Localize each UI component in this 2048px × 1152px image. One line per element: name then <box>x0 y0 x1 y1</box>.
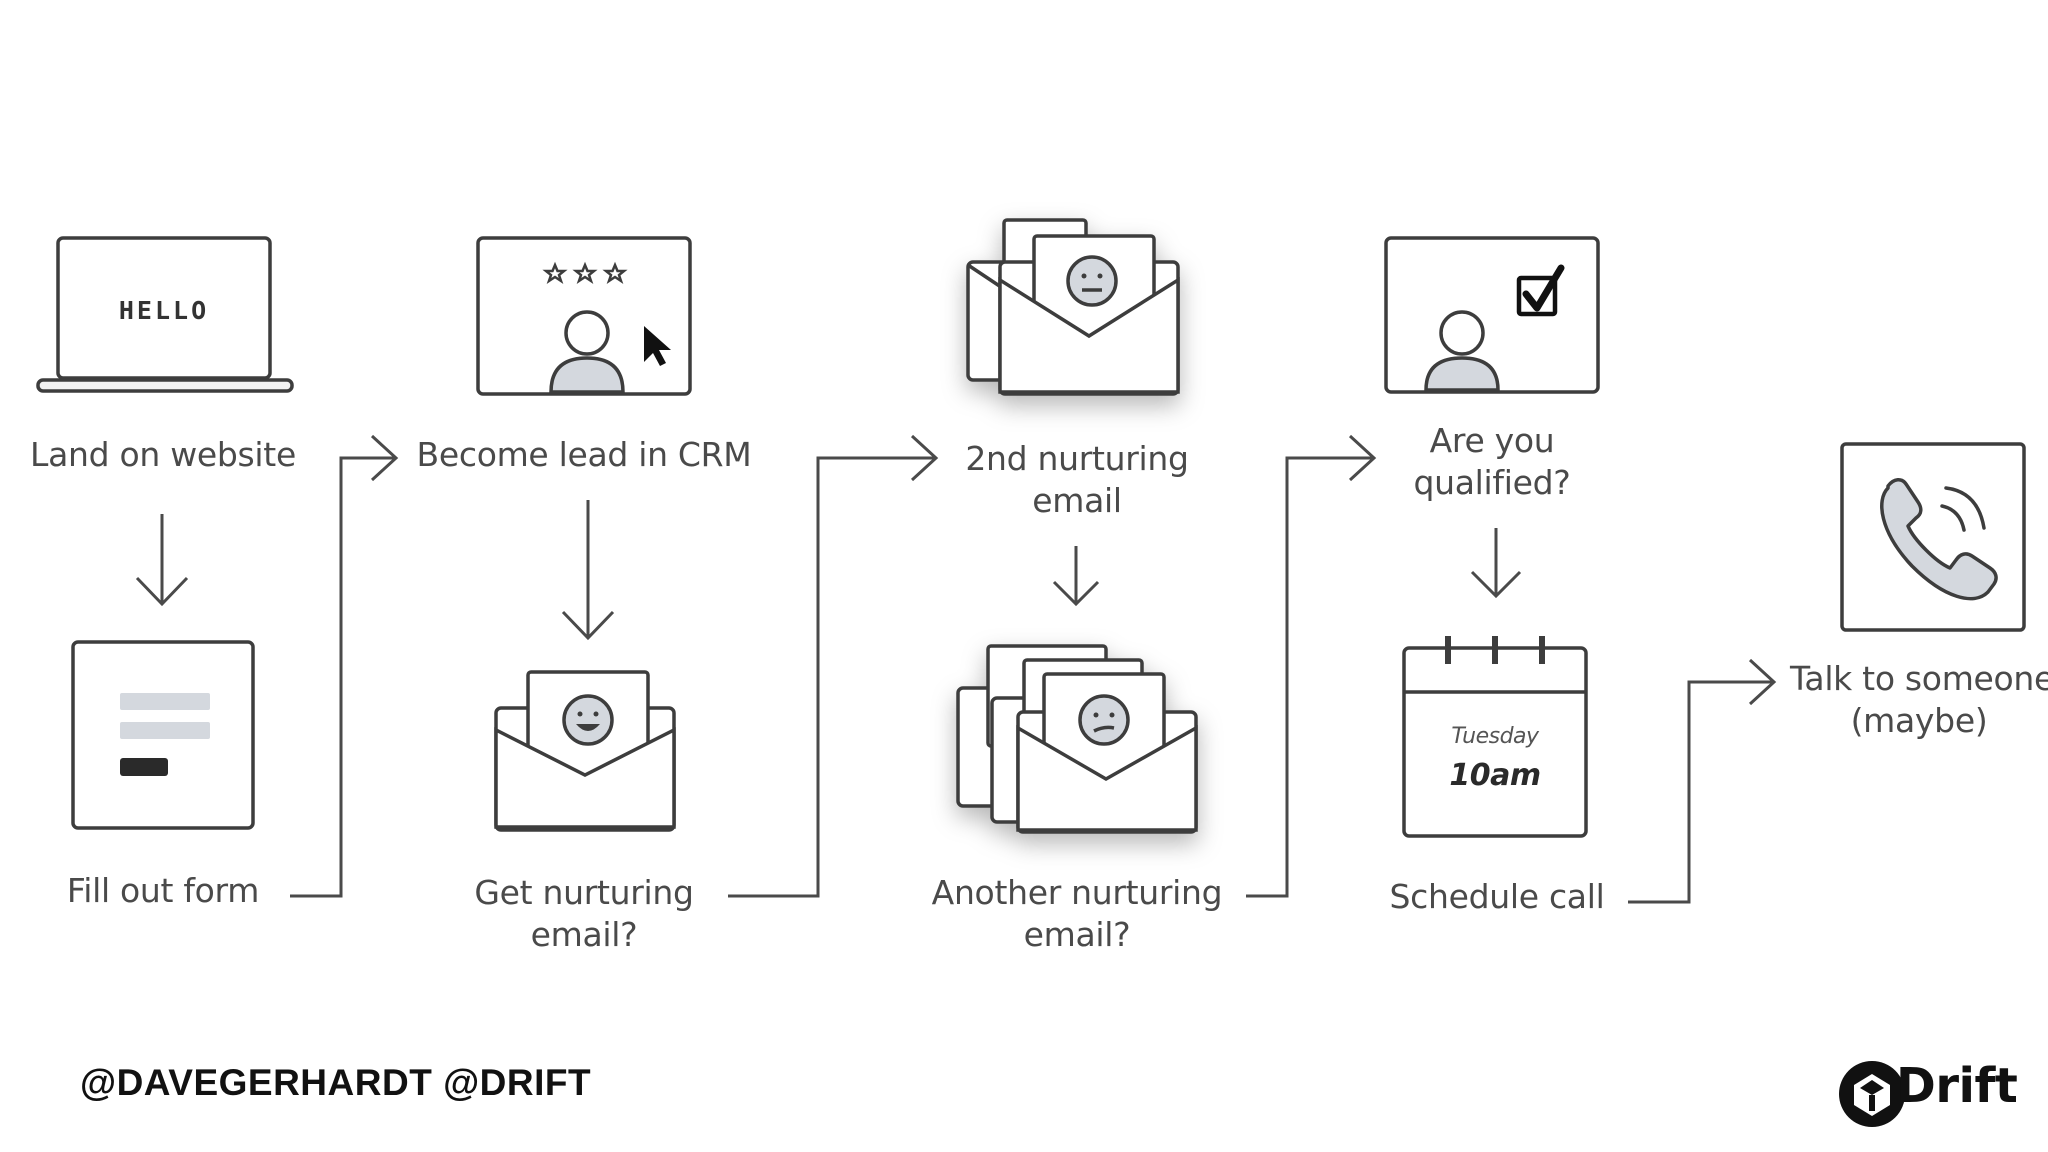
calendar-time: 10am <box>1449 758 1541 793</box>
step-label-talk: Talk to someone (maybe) <box>1790 658 2048 742</box>
step-label-schedule: Schedule call <box>1389 877 1605 916</box>
crm-profile-icon <box>476 236 692 396</box>
step-label-form: Fill out form <box>66 871 260 910</box>
envelope-stack-icon <box>966 218 1180 396</box>
laptop-icon <box>36 236 294 393</box>
step-label-line: Are you <box>1429 421 1555 460</box>
step-label-line: Another nurturing <box>931 873 1223 912</box>
step-label-qualified: Are you qualified? <box>1376 420 1608 504</box>
step-label-lead: Become lead in CRM <box>416 435 752 474</box>
form-icon <box>71 640 255 830</box>
step-label-nurture2: 2nd nurturing email <box>942 438 1212 522</box>
step-label-land: Land on website <box>30 435 296 474</box>
step-label-line: 2nd nurturing <box>965 439 1189 478</box>
step-label-line: qualified? <box>1413 463 1571 502</box>
phone-icon <box>1840 442 2026 632</box>
step-label-line: Talk to someone <box>1790 659 2048 698</box>
step-label-nurture1: Get nurturing email? <box>446 872 722 956</box>
step-label-line: email? <box>530 915 638 954</box>
footer-handles: @DAVEGERHARDT @DRIFT <box>80 1062 592 1103</box>
step-label-nurture3: Another nurturing email? <box>926 872 1228 956</box>
envelope-icon <box>494 670 676 832</box>
drift-logo-icon <box>1839 1061 1905 1127</box>
calendar-day: Tuesday <box>1451 724 1539 749</box>
connector-arrow <box>290 434 1777 904</box>
checkbox-profile-icon <box>1384 236 1600 394</box>
envelope-stack-icon <box>956 644 1198 834</box>
brand-name: Drift <box>1896 1058 2018 1114</box>
calendar-icon <box>1402 636 1588 838</box>
step-label-line: email <box>1032 481 1122 520</box>
step-label-line: email? <box>1023 915 1131 954</box>
laptop-screen-text: HELLO <box>118 296 210 325</box>
step-label-line: (maybe) <box>1850 701 1988 740</box>
step-label-line: Get nurturing <box>474 873 694 912</box>
down-arrow <box>135 500 1522 641</box>
